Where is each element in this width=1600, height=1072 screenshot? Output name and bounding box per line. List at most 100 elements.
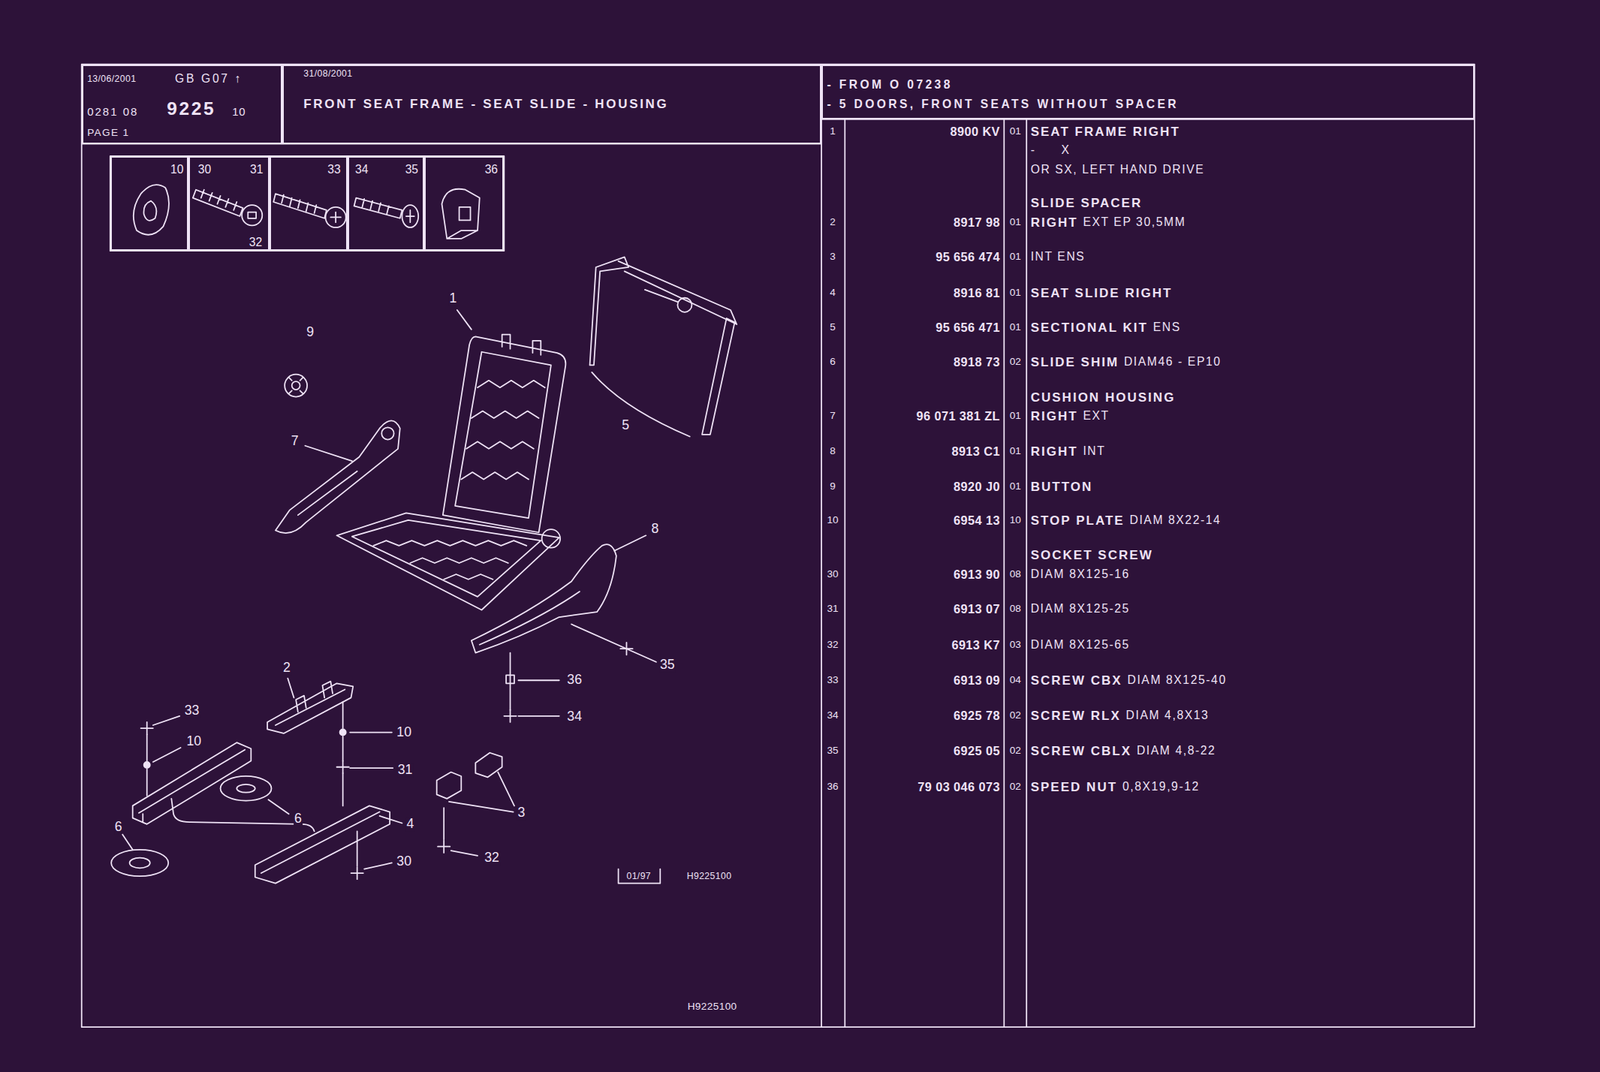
part-spec: -: [1030, 144, 1037, 157]
item-number: 9: [829, 481, 836, 492]
callout-number: 2: [282, 661, 292, 675]
part-name: RIGHT: [1030, 409, 1079, 423]
quantity-code: 01: [1009, 411, 1022, 422]
item-number: 35: [826, 745, 838, 757]
callout-number: 1: [448, 292, 458, 306]
quantity-code: 01: [1009, 126, 1022, 138]
part-number: 6913 K7: [951, 638, 1000, 651]
part-name: SLIDE SPACER: [1030, 196, 1143, 210]
part-spec: DIAM 4,8X13: [1126, 709, 1210, 722]
part-name: SOCKET SCREW: [1030, 548, 1154, 562]
slide-shim-hole: [236, 784, 255, 793]
quantity-code: 01: [1009, 287, 1022, 299]
callout-number: 32: [249, 236, 263, 249]
part-spec: INT: [1082, 445, 1106, 458]
callout-number: 35: [405, 163, 419, 176]
page-frame: [81, 64, 1475, 1028]
quantity-code: 02: [1009, 710, 1022, 721]
washer-mark: [340, 729, 347, 736]
applicability-note: - FROM O 07238: [826, 79, 953, 92]
callout-number: 10: [185, 735, 202, 749]
callout-number: 31: [397, 763, 414, 778]
part-number: 8918 73: [953, 355, 1001, 368]
part-spec: DIAM 8X125-25: [1030, 603, 1130, 616]
socket-screw-icon: [192, 189, 257, 219]
part-number: 8900 KV: [950, 125, 1001, 138]
speed-nut-icon: [441, 189, 480, 239]
applicability-note: - 5 DOORS, FRONT SEATS WITHOUT SPACER: [826, 98, 1179, 111]
quantity-code: 01: [1009, 252, 1022, 263]
slide-spacer: [267, 681, 353, 734]
callout-number: 35: [659, 658, 676, 672]
part-number: 6913 09: [953, 674, 1001, 687]
item-number: 34: [826, 710, 838, 721]
callout-number: 36: [566, 674, 583, 688]
item-number: 4: [829, 287, 836, 299]
part-name: SLIDE SHIM: [1030, 355, 1120, 369]
slide-shim-hole: [129, 858, 151, 869]
part-spec: EXT EP 30,5MM: [1082, 216, 1186, 229]
callout-number: 9: [305, 325, 315, 340]
item-number: 7: [829, 411, 836, 422]
quantity-code: 10: [1009, 515, 1022, 526]
seat-pan-springs: [373, 540, 527, 580]
part-name: BUTTON: [1030, 480, 1094, 494]
fastener-icon-box: 36: [424, 156, 504, 251]
seat-slide-left: [132, 742, 252, 825]
catalogue-code: GB G07 ↑: [174, 72, 243, 85]
callout-number: 31: [250, 163, 263, 176]
item-number: 3: [829, 252, 836, 263]
item-number: 36: [826, 781, 838, 793]
seat-back-springs: [461, 380, 545, 480]
title: FRONT SEAT FRAME - SEAT SLIDE - HOUSING: [303, 96, 669, 110]
fastener-icon-box: 10: [110, 156, 190, 251]
quantity-code: 02: [1009, 781, 1022, 793]
item-number: 32: [826, 639, 838, 651]
quantity-code: 01: [1009, 445, 1022, 457]
date-bracket: [618, 869, 661, 884]
applicability-cell: - FROM O 07238 - 5 DOORS, FRONT SEATS WIT…: [821, 64, 1475, 120]
part-number: 6925 05: [953, 744, 1001, 757]
quantity-code: 03: [1009, 639, 1022, 651]
part-name: SEAT SLIDE RIGHT: [1030, 286, 1173, 300]
part-spec: DIAM46 - EP10: [1123, 356, 1222, 369]
callout-number: 6: [293, 812, 303, 826]
quantity-code: 01: [1009, 216, 1022, 228]
part-spec: ENS: [1153, 321, 1182, 334]
part-spec: DIAM 8X125-16: [1030, 568, 1130, 581]
callout-number: 34: [355, 163, 368, 176]
recliner-pivot: [542, 529, 561, 548]
callout-number: 3: [517, 806, 527, 820]
self-tapping-screw-head: [401, 204, 419, 228]
item-number: 6: [829, 357, 836, 368]
part-number: 95 656 474: [935, 250, 1001, 263]
button-inner: [292, 381, 301, 390]
part-name: SCREW CBX: [1030, 674, 1123, 688]
fastener-icon-box: 34 35: [347, 156, 425, 251]
part-spec: INT ENS: [1030, 251, 1086, 264]
icon-strip-frame: [110, 156, 505, 251]
cbx-screw-head: [325, 207, 347, 228]
item-number: 5: [829, 322, 836, 333]
washer-mark: [144, 762, 151, 769]
part-number: 6913 90: [953, 568, 1001, 581]
part-spec: OR SX, LEFT HAND DRIVE: [1030, 163, 1206, 176]
part-name: SCREW RLX: [1030, 708, 1121, 722]
page-number: PAGE 1: [87, 128, 130, 139]
callout-number: 5: [620, 418, 630, 433]
part-number: 8913 C1: [951, 445, 1000, 458]
part-number: 79 03 046 073: [917, 780, 1001, 793]
slide-shim: [220, 776, 272, 802]
part-number: 8916 81: [953, 286, 1001, 299]
item-number: 2: [829, 216, 836, 228]
seat-pan-frame: [336, 512, 559, 610]
leader-lines: [122, 310, 657, 870]
part-spec: X: [1060, 144, 1070, 157]
part-number: 6913 07: [953, 602, 1001, 615]
item-number: 8: [829, 445, 836, 457]
callout-number: 10: [170, 163, 184, 176]
quantity-code: 02: [1009, 357, 1022, 368]
item-number: 1: [829, 126, 836, 138]
